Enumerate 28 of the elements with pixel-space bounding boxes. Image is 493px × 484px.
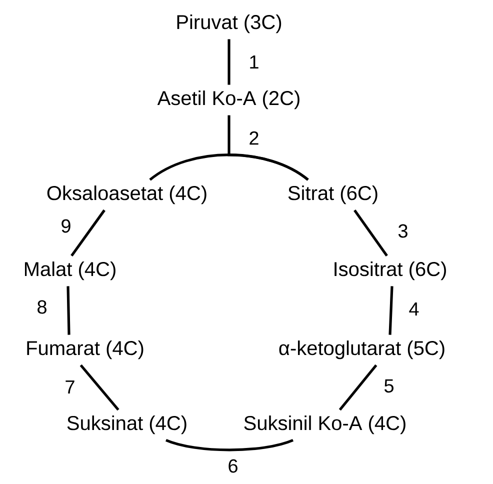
step-number: 8 <box>36 299 48 315</box>
connector-line <box>228 39 230 85</box>
step-number: 1 <box>248 54 260 70</box>
connector-line <box>70 209 106 257</box>
connector-line <box>388 286 394 335</box>
step-number: 2 <box>248 130 260 146</box>
compound-label: α-ketoglutarat (5C) <box>279 340 444 360</box>
step-number: 6 <box>226 458 240 474</box>
step-number: 3 <box>396 223 410 239</box>
compound-label: Isositrat (6C) <box>334 262 446 280</box>
connector-line <box>338 364 378 411</box>
step-number: 9 <box>60 218 72 234</box>
connector-line <box>80 364 120 411</box>
compound-label: Malat (4C) <box>24 262 116 280</box>
step-number: 4 <box>408 301 420 317</box>
compound-label: Suksinil Ko-A (4C) <box>244 416 406 434</box>
compound-label: Piruvat (3C) <box>177 14 282 34</box>
connector-line <box>149 154 309 181</box>
connector-line <box>354 209 388 257</box>
step-number: 7 <box>64 379 76 395</box>
compound-label: Fumarat (4C) <box>27 340 144 360</box>
step-number: 5 <box>382 378 396 394</box>
compound-label: Oksaloasetat (4C) <box>47 186 206 204</box>
compound-label: Sitrat (6C) <box>288 186 378 204</box>
connector-line <box>66 286 70 335</box>
connector-line <box>166 438 294 452</box>
compound-label: Asetil Ko-A (2C) <box>157 90 300 110</box>
compound-label: Suksinat (4C) <box>67 416 186 434</box>
